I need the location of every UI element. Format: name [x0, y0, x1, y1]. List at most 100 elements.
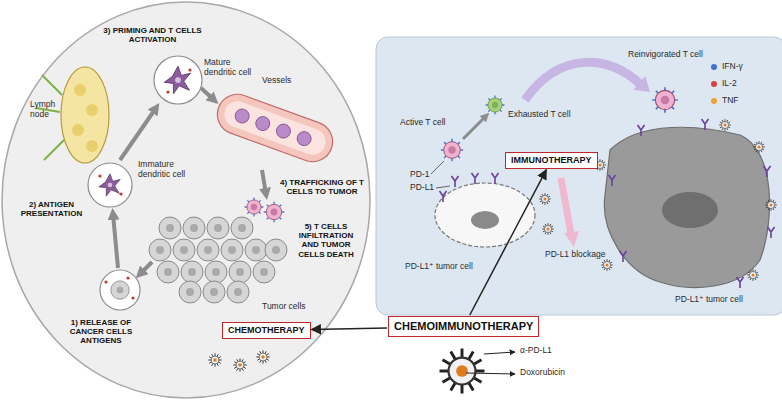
blood-vessel-part	[212, 89, 338, 168]
mature-dendritic-cell	[154, 56, 202, 104]
mature-dendritic-cell-part	[154, 56, 202, 104]
text-label: Exhausted T cell	[508, 110, 571, 120]
tumor-mass-part	[229, 261, 251, 283]
nanoparticle-leaders-part	[484, 352, 515, 354]
reinvigoration-arrow-part	[634, 76, 651, 92]
large-tumor-cell-part	[765, 199, 777, 211]
immunotherapy-panel-part	[376, 37, 782, 315]
large-tumor-cell-part	[609, 175, 616, 186]
blood-vessel-part	[274, 122, 292, 140]
large-tumor-cell-part	[764, 166, 771, 177]
cycle-circle	[2, 2, 370, 398]
step-label: 3) PRIMING AND T CELLS ACTIVATION	[100, 26, 205, 44]
large-tumor-cell-part	[662, 192, 718, 228]
tumor-mass-part	[203, 281, 225, 303]
lymph-node-part	[61, 67, 109, 163]
cycle-arrow	[113, 88, 266, 274]
text-label: TNF	[722, 96, 739, 106]
mature-dendritic-cell-part	[166, 90, 169, 93]
text-label: Reinvigorated T cell	[628, 50, 703, 60]
reinvigoration-arrow-part	[561, 178, 571, 234]
immature-dendritic-cell-part	[88, 163, 132, 207]
cycle-arrow-part	[113, 214, 118, 268]
large-tumor-cell-part	[719, 119, 731, 131]
lymph-node-part	[86, 104, 98, 116]
text-label: PD-L1	[410, 183, 434, 193]
nanoparticle-leaders	[466, 352, 515, 374]
chemo-nanoparticles	[208, 350, 269, 371]
tumor-mass-part	[205, 261, 227, 283]
nanoparticle-leaders-part	[466, 373, 515, 374]
connector-arrow	[312, 328, 388, 329]
tumor-mass	[149, 198, 287, 303]
cycle-arrow-part	[262, 170, 266, 194]
nanoparticle	[440, 349, 485, 394]
tumor-mass-part	[207, 217, 229, 239]
cytokines-part	[711, 64, 717, 70]
small-tumor-cell-part	[440, 191, 447, 202]
mature-dendritic-cell-part	[188, 68, 191, 71]
cytokines-part	[711, 98, 717, 104]
cycle-arrow-part	[140, 262, 152, 274]
antigen-release-part	[126, 276, 129, 279]
chemo-nanoparticles-part	[208, 353, 221, 366]
cytokines-part	[711, 81, 717, 87]
tumor-mass-part	[181, 261, 203, 283]
immature-dendritic-cell-part	[98, 174, 101, 177]
large-tumor-cell-part	[620, 251, 627, 262]
antigen-release-part	[131, 296, 134, 299]
small-tumor-cell-part	[492, 173, 499, 184]
text-label: Mature dendritic cell	[204, 58, 259, 78]
small-tumor-cell-part	[471, 211, 499, 229]
text-label: α-PD-L1	[520, 346, 552, 356]
text-label: Lymph node	[30, 100, 60, 120]
step-label: 4) TRAFFICKING OF T CELLS TO TUMOR	[280, 178, 364, 196]
small-tumor-cell-part	[435, 183, 535, 247]
cycle-circle-part	[2, 2, 370, 398]
small-tumor-cell	[435, 173, 554, 247]
text-label: IL-2	[722, 79, 737, 89]
lymph-node-part	[86, 140, 98, 152]
therapy-box: CHEMOTHERAPY	[222, 322, 311, 339]
nanoparticle-part	[440, 349, 485, 394]
t-cells-part	[652, 87, 678, 113]
immature-dendritic-cell-part	[99, 174, 120, 196]
small-tumor-cell-part	[542, 223, 554, 235]
mature-dendritic-cell-part	[164, 66, 190, 93]
tumor-mass-part	[253, 261, 275, 283]
text-label: PD-L1 blockage	[545, 250, 605, 260]
tumor-mass-part	[231, 217, 253, 239]
therapy-box: CHEMOIMMUNOTHERAPY	[388, 316, 539, 337]
large-tumor-cell-part	[601, 259, 613, 271]
leader-lines-part	[436, 186, 450, 188]
therapy-box: IMMUNOTHERAPY	[505, 152, 598, 169]
tumor-mass-part	[265, 239, 287, 261]
antigen-release-part	[104, 280, 107, 283]
large-tumor-cell-part	[638, 125, 645, 136]
blood-vessel-part	[295, 130, 313, 148]
t-cells-part	[441, 139, 463, 161]
connector-arrow	[470, 170, 547, 315]
tumor-mass-part	[149, 239, 171, 261]
tumor-mass-part	[221, 239, 243, 261]
antigen-release-part	[100, 270, 140, 310]
step-label: 5) T CELLS INFILTRATION AND TUMOR CELLS …	[292, 222, 360, 259]
text-label: PD-L1⁺ tumor cell	[675, 295, 743, 305]
cytokines	[711, 64, 717, 104]
cycle-arrow-part	[120, 108, 156, 160]
tumor-mass-part	[159, 217, 181, 239]
tumor-mass-part	[264, 202, 285, 223]
immature-dendritic-cell-part	[119, 192, 122, 195]
large-tumor-cell	[594, 119, 777, 288]
leader-lines-part	[463, 116, 486, 139]
text-label: Active T cell	[400, 118, 446, 128]
text-label: Vessels	[262, 76, 291, 86]
lymph-node-part	[74, 84, 86, 96]
antigen-release	[100, 270, 140, 310]
large-tumor-cell-part	[747, 269, 759, 281]
antigen-release-part	[111, 281, 129, 299]
text-label: Immature dendritic cell	[138, 160, 193, 180]
reinvigoration-arrow-part	[564, 231, 579, 247]
lymph-node-part	[72, 124, 84, 136]
